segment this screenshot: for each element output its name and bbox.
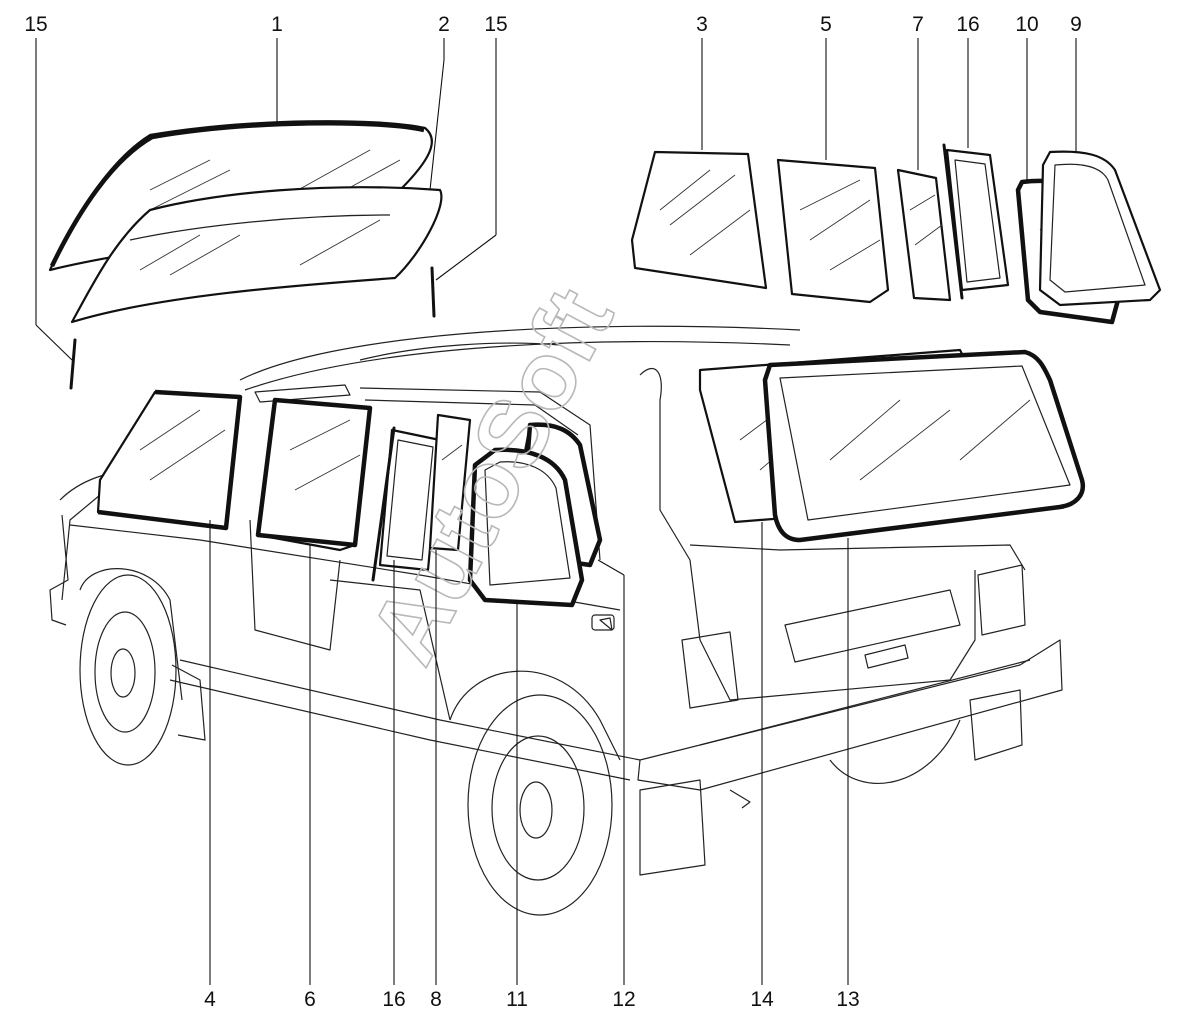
label-12: 12 [612,988,635,1011]
rear-bumper [637,639,1063,809]
part-11-quarter-seal [467,447,585,608]
top-labels: 15 1 2 15 3 5 7 16 10 9 [24,13,1082,36]
label-13: 13 [836,988,859,1011]
bottom-labels: 4 6 16 8 11 12 14 13 [204,988,860,1011]
front-wheel [79,568,206,766]
part-16-vent-seal-bottom [371,426,442,582]
part-9-quarter-glass [1038,150,1162,307]
label-9: 9 [1070,13,1082,36]
part-3-front-door-glass [630,150,768,290]
label-6: 6 [304,988,316,1011]
label-11: 11 [506,988,528,1011]
label-7: 7 [912,13,924,36]
part-6-rear-door-glass [255,397,373,552]
part-13-rear-window-seal [762,349,1086,543]
label-16-top: 16 [956,13,979,36]
part-8-vent-glass [428,413,472,552]
license-plate-recess [784,589,961,669]
part-7-vent-glass [896,168,952,302]
part-16-vent-seal-top [942,143,1010,300]
label-16-bottom: 16 [382,988,405,1011]
label-5: 5 [820,13,832,36]
leader-lines [35,38,1077,985]
part-15-rod-left [69,338,77,390]
label-4: 4 [204,988,216,1011]
label-8: 8 [430,988,442,1011]
part-2-windshield-seal [70,186,443,324]
tail-lights [681,564,1026,709]
label-3: 3 [696,13,708,36]
label-15-right: 15 [484,13,507,36]
part-4-front-door-glass [96,389,243,531]
label-2: 2 [438,13,450,36]
label-15-left: 15 [24,13,47,36]
part-5-door-glass [776,158,890,304]
label-10: 10 [1015,13,1038,36]
part-15-rod-right [430,266,436,318]
rear-wheel [449,670,706,916]
label-14: 14 [750,988,774,1011]
car-body [49,325,1063,916]
label-1: 1 [271,13,283,36]
